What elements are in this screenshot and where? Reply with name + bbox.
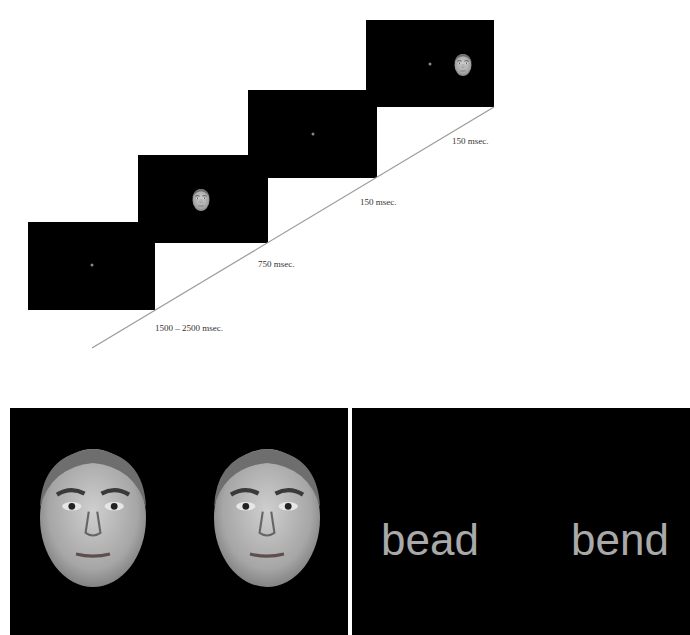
fixation-dot xyxy=(312,133,315,136)
fixation-dot xyxy=(429,63,432,66)
word-panel: bead bend xyxy=(352,408,690,635)
timing-label: 1500 – 2500 msec. xyxy=(155,324,223,334)
timing-label: 750 msec. xyxy=(258,260,295,270)
stimulus-word: bend xyxy=(571,518,669,562)
face-image xyxy=(193,189,210,211)
timeline-axis xyxy=(92,107,494,348)
screen-fixation xyxy=(248,90,377,178)
face-image xyxy=(40,449,146,587)
stimulus-word: bead xyxy=(381,518,479,562)
screen-probe xyxy=(366,20,494,107)
timing-label: 150 msec. xyxy=(360,198,397,208)
face-image xyxy=(214,449,320,587)
fixation-dot xyxy=(91,264,94,267)
screen-fixation xyxy=(28,222,155,310)
face-panel xyxy=(10,408,348,635)
face-image xyxy=(455,54,472,76)
timing-label: 150 msec. xyxy=(452,137,489,147)
